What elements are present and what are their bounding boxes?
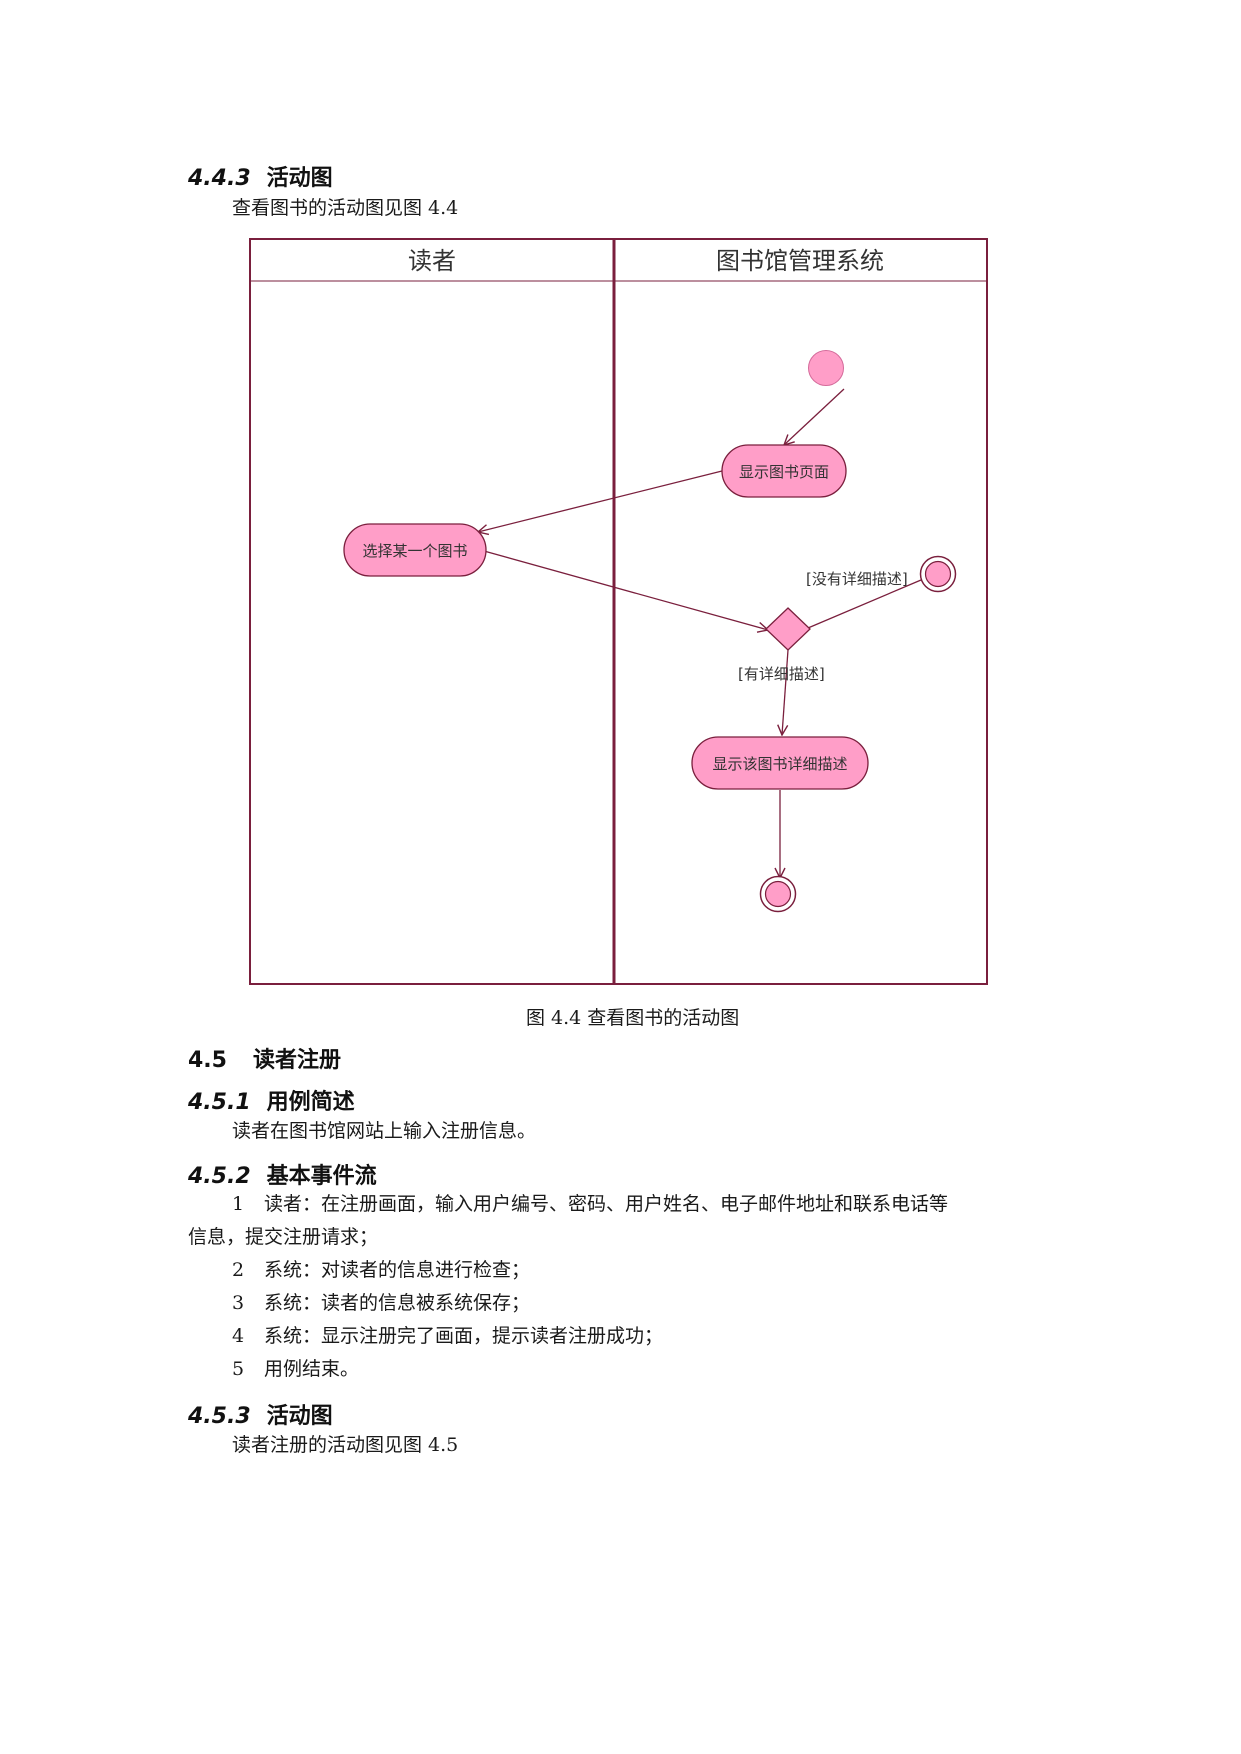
paragraph-intro-4-5: 读者注册的活动图见图 4.5 — [232, 1434, 459, 1456]
lane-label-system: 图书馆管理系统 — [716, 247, 884, 275]
edge-select-to-decision — [483, 550, 768, 630]
start-node — [808, 350, 844, 386]
action-show-book-detail — [691, 736, 869, 790]
action-show-book-page-label: 显示图书页面 — [739, 463, 829, 481]
action-show-book-page — [721, 444, 847, 498]
edge-show-page-to-select — [478, 470, 723, 532]
guard-has-detail: [有详细描述] — [738, 665, 825, 683]
action-select-book — [343, 523, 487, 577]
figure-caption: 图 4.4 查看图书的活动图 — [526, 1007, 740, 1029]
action-show-book-detail-label: 显示该图书详细描述 — [712, 755, 847, 773]
edge-start-to-show-page — [784, 388, 845, 445]
paragraph-use-case-summary: 读者在图书馆网站上输入注册信息。 — [232, 1120, 537, 1142]
end-node-final-core — [764, 880, 792, 908]
edge-decision-to-end-1 — [807, 579, 922, 629]
paragraph-intro-4-4: 查看图书的活动图见图 4.4 — [232, 197, 459, 219]
activity-diagram: 读者 图书馆管理系统 显示图书页面 选择某一个图书 [没有详细描述] [有详细描… — [249, 238, 988, 985]
end-node-no-detail-core — [924, 560, 952, 588]
edge-decision-to-show-detail — [782, 649, 789, 735]
guard-no-detail: [没有详细描述] — [806, 570, 908, 588]
swimlane-frame — [249, 238, 988, 985]
action-select-book-label: 选择某一个图书 — [362, 542, 467, 560]
lane-label-reader: 读者 — [408, 247, 456, 275]
step-1-continuation: 信息，提交注册请求； — [188, 1226, 379, 1248]
decision-node — [765, 607, 811, 651]
